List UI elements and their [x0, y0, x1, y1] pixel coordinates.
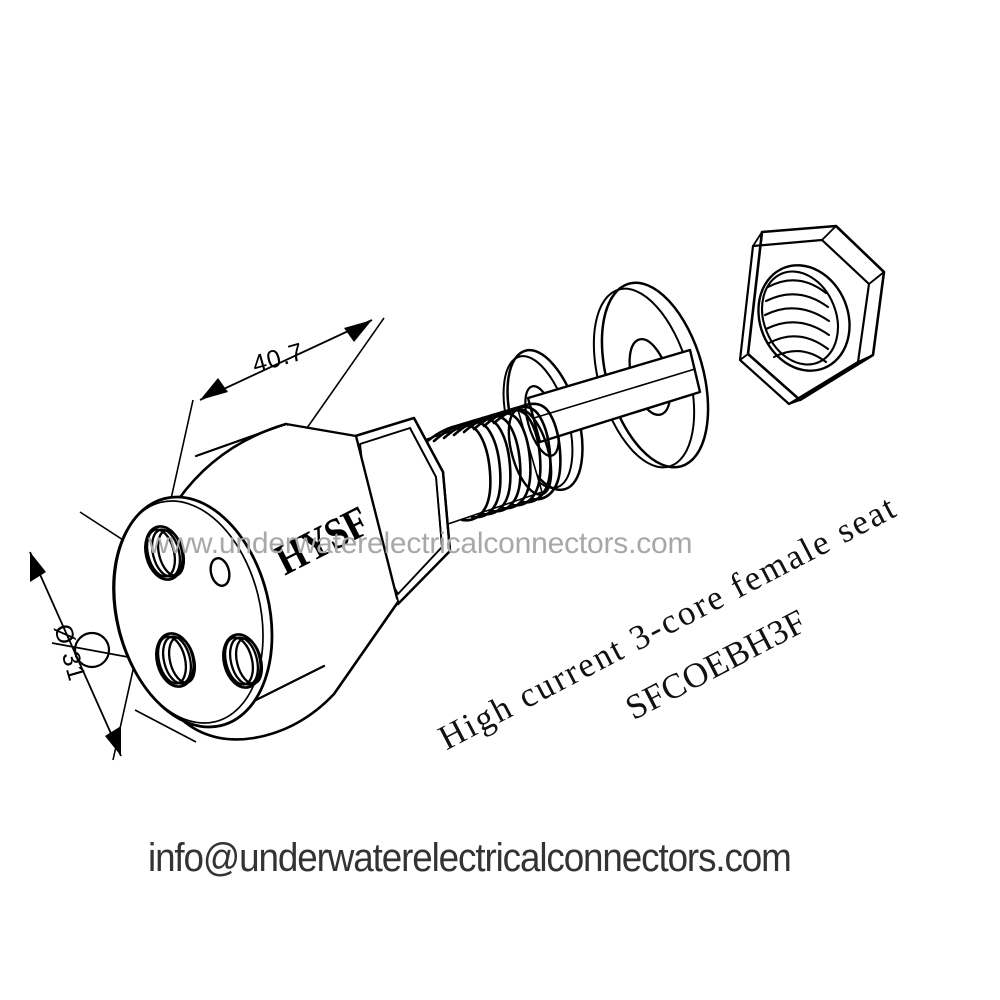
connector-shaft [526, 348, 702, 444]
connector-body [112, 422, 400, 741]
arrow-diameter-top [30, 552, 46, 582]
diameter-symbol-circle [73, 631, 111, 669]
nut-internal-thread [761, 270, 839, 366]
dimension-annotations [29, 317, 385, 761]
extension-line-diameter-bottom [134, 709, 197, 743]
contact-socket [144, 525, 186, 581]
arrow-length-right [344, 320, 372, 342]
contact-socket [222, 633, 264, 689]
threaded-barrel [422, 402, 562, 525]
dimension-line-length [199, 319, 373, 401]
contact-socket [155, 632, 197, 688]
contact-email: info@underwaterelectricalconnectors.com [148, 836, 792, 880]
socket-face [112, 495, 274, 729]
connector-assembly [112, 224, 886, 741]
extension-line-right [299, 317, 385, 439]
alignment-hole [209, 557, 231, 587]
arrow-length-left [200, 378, 228, 400]
hex-nut [738, 224, 886, 406]
arrow-diameter-bottom [105, 726, 121, 756]
diameter-symbol-slash [51, 642, 129, 658]
